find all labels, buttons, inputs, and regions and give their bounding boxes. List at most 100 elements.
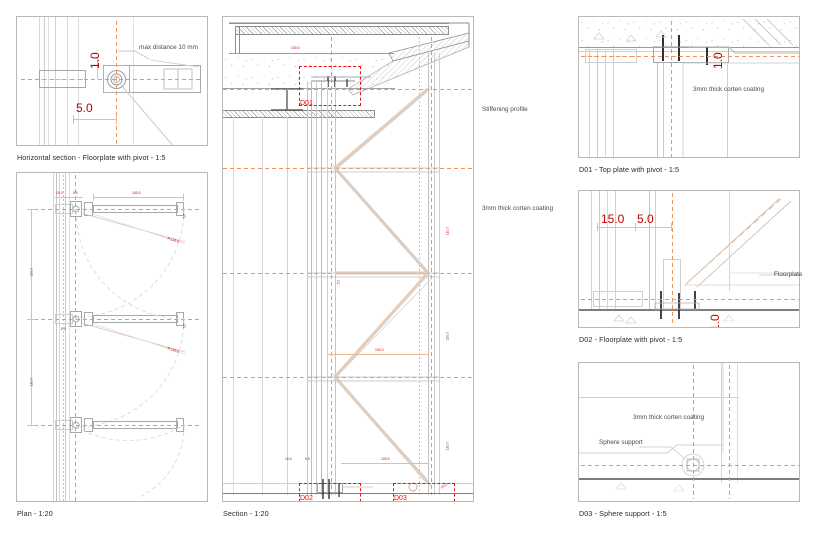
pivot-box: [70, 417, 82, 433]
leaf-line: [607, 191, 608, 311]
wall-line: [44, 17, 45, 145]
dimension-5-0-d: 5.0: [61, 327, 66, 331]
centerline-vertical: [75, 175, 76, 501]
dimension-tick: [671, 223, 672, 231]
leaf-line: [663, 63, 664, 157]
d03-geometry: [579, 363, 724, 492]
panel-title-plan: Plan - 1:20: [17, 509, 53, 518]
note-max-distance: max distance 10 mm: [139, 44, 198, 51]
frame-line: [233, 117, 234, 495]
panel-title-d03: D03 - Sphere support - 1:5: [579, 509, 667, 518]
wall-line: [53, 173, 54, 501]
coating-line: [579, 397, 739, 398]
dimension-tick: [27, 209, 36, 210]
dimension-10-0: 10.0: [285, 457, 292, 461]
drawing-area-d02: 15.0 5.0 1.0: [578, 190, 800, 328]
centerline-vertical-secondary: [419, 37, 420, 495]
panel-horizontal-section: 1.0 5.0 max distance 10 mm Horizontal se…: [16, 16, 208, 164]
pivot-box: [70, 201, 82, 217]
panel-section: 100.0 100.0 10.0 5.0 120.0 120.0 120.0 5…: [222, 16, 474, 520]
dimension-5-0-v: 5.0: [182, 213, 187, 219]
dimension-120-0-c: 120.0: [445, 441, 450, 451]
centerline-vertical: [693, 365, 694, 499]
centerline-vertical: [431, 37, 432, 495]
centerline-vertical: [331, 37, 332, 495]
floor-line: [223, 493, 473, 495]
ceiling-line: [229, 53, 394, 54]
drawing-area-plan: 10.0 5.0 100.0 5.0 120.0 120.0 5.0 5.0 R…: [16, 172, 208, 502]
centerline-horizontal: [581, 56, 799, 57]
centerline-vertical-secondary: [63, 175, 64, 501]
ceiling-line: [235, 26, 236, 53]
dimension-tick: [27, 425, 36, 426]
dimension-marker-top: 100.0: [291, 46, 300, 50]
callout-label-d02: D02: [300, 495, 313, 502]
wall-line: [59, 173, 60, 501]
callout-label-d01: D01: [300, 100, 313, 107]
drawing-area-horizontal-section: 1.0 5.0 max distance 10 mm: [16, 16, 208, 146]
leaf-rail: [93, 205, 178, 213]
leaf-line: [655, 191, 656, 311]
centerline-vertical: [729, 365, 730, 499]
note-stiffening-profile: Stiffening profile: [482, 106, 528, 113]
dimension-5-0: 5.0: [637, 212, 654, 226]
leaf-line: [605, 49, 606, 157]
bottom-anchors: [322, 479, 418, 499]
dimension-1-0: 1.0: [88, 52, 102, 69]
leaf-line: [727, 63, 728, 157]
centerline-horizontal: [27, 319, 202, 320]
leaf-rail: [93, 421, 178, 429]
dimension-10-0: 10.0: [56, 191, 63, 195]
frame-line: [321, 81, 322, 495]
panel-title-section: Section - 1:20: [223, 509, 269, 518]
leaf3-extras: [72, 421, 185, 499]
pivot-circle-group: [103, 50, 200, 145]
leaf-end: [176, 202, 184, 216]
dimension-5-0-v: 5.0: [336, 279, 341, 285]
panel-edge: [737, 363, 738, 483]
wall-line: [78, 17, 79, 145]
dimension-line-horizontal: [93, 197, 184, 198]
dimension-120-0-b: 120.0: [445, 331, 450, 341]
leaf2-extras: [72, 210, 186, 428]
leaf-line: [657, 63, 658, 157]
note-sphere-support: Sphere support: [599, 439, 643, 446]
dimension-line-horizontal: [327, 354, 429, 355]
centerline-horizontal: [223, 89, 473, 90]
note-floorplate: Floorplate: [774, 271, 803, 278]
frame-line: [262, 117, 263, 495]
dimension-5-0: 5.0: [305, 457, 310, 461]
panel-title-horizontal-section: Horizontal section - Floorplate with piv…: [17, 153, 166, 162]
dimension-tick: [635, 223, 636, 231]
dimension-line-5: [73, 119, 117, 120]
leaf-line: [591, 191, 592, 311]
concrete-above: [579, 17, 799, 47]
frame-line: [307, 81, 308, 495]
dimension-5-0: 5.0: [73, 191, 78, 195]
dimension-120-0-b: 120.0: [29, 377, 34, 387]
leaf-line: [599, 191, 600, 311]
dimension-line-vertical: [31, 209, 32, 319]
panel-detail-d02: 15.0 5.0 1.0 D02 - Floorplate with pivot…: [578, 190, 800, 346]
drawing-area-d03: 3mm thick corten coating Sphere support: [578, 362, 800, 502]
callout-label-d03: D03: [394, 495, 407, 502]
dimension-line-1: [97, 57, 98, 79]
leaf-line: [613, 49, 614, 157]
callout-d03: [393, 483, 455, 501]
leaf-stile: [84, 418, 93, 432]
centerline-horizontal: [223, 377, 473, 378]
leaf-line: [589, 49, 590, 157]
frame-line: [335, 81, 336, 495]
dimension-tick: [597, 223, 598, 231]
panel-title-d02: D02 - Floorplate with pivot - 1:5: [579, 335, 683, 344]
callout-d01: [299, 66, 361, 106]
dimension-tick: [27, 319, 36, 320]
note-corten-coating-d03: 3mm thick corten coating: [633, 414, 705, 421]
dimension-120-0-a: 120.0: [29, 267, 34, 277]
wall-line: [67, 17, 68, 145]
pivot-box: [70, 311, 82, 327]
frame-line: [311, 81, 312, 495]
wall-line: [55, 17, 56, 145]
leaf-line: [615, 191, 616, 311]
leaf-line: [649, 191, 650, 311]
